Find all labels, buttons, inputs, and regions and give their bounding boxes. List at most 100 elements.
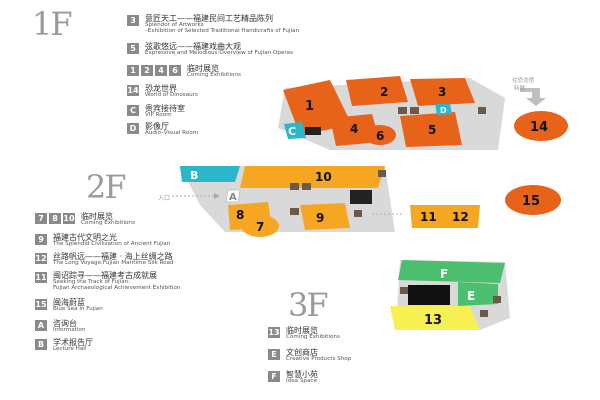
legend-badges: 15 [35, 299, 47, 310]
hall-3-label: 3 [438, 85, 446, 99]
legend-badge: D [127, 123, 139, 134]
legend-subtitle: Expressive and Melodious:Overview of Fuj… [145, 50, 293, 57]
legend-title: 福建古代文明之光 [53, 233, 117, 242]
legend-badge: 14 [127, 85, 139, 96]
legend-subtitle: Splendor of Artworks [145, 22, 204, 29]
room-c-label: C [288, 125, 296, 138]
legend-title: 闽诏踪寻——福建考古成就展 [53, 271, 157, 280]
legend-title: 丝路帆远——福建 · 海上丝绸之路 [53, 252, 173, 261]
legend-badge: E [268, 349, 280, 360]
hall-9[interactable] [240, 166, 385, 188]
legend-badges: D [127, 123, 139, 134]
hall-8[interactable] [228, 202, 272, 230]
room-e[interactable] [458, 282, 498, 306]
facility-icon [493, 296, 501, 303]
hall-6[interactable] [364, 125, 396, 145]
entrance-arrowhead-icon [214, 193, 220, 199]
legend-badge: 11 [35, 272, 47, 283]
entrance-label: 入口 [158, 195, 170, 202]
floor-label-2f: 2F [86, 168, 127, 206]
legend-title: 咨询台 [53, 319, 77, 328]
legend-badge: 9 [35, 234, 47, 245]
legend-title: 弦歌悠远——福建戏曲大观 [145, 42, 241, 51]
hall-3[interactable] [410, 78, 475, 106]
legend-badge: 5 [127, 43, 139, 54]
facility-icon [302, 183, 311, 190]
legend-subtitle: Idea Space [286, 378, 317, 385]
hall-10[interactable] [300, 203, 350, 230]
legend-subtitle: Lecture Hall [53, 346, 87, 353]
hall-8-label: 8 [236, 208, 244, 222]
legend-badges: 12 [35, 253, 47, 264]
room-f[interactable] [398, 260, 505, 283]
legend-subtitle: Fujian Archaeological Achievement Exhibi… [53, 285, 181, 292]
facility-icon [478, 107, 486, 114]
legend-badge: 15 [35, 299, 47, 310]
hall-15[interactable] [505, 185, 561, 215]
dark-block-1f [305, 127, 321, 135]
hall-4[interactable] [330, 114, 380, 146]
hall-7[interactable] [241, 215, 279, 237]
hall-1[interactable] [283, 80, 352, 135]
legend-subtitle: –Exhibition of Selected Traditional Hand… [145, 28, 299, 35]
hall-13-label: 13 [424, 313, 442, 328]
hall-13[interactable] [390, 306, 480, 330]
room-d[interactable] [435, 104, 452, 115]
floor-label-3f: 3F [288, 286, 329, 324]
hall-6-label: 6 [376, 129, 384, 143]
legend-badges: 14 [127, 85, 139, 96]
floor-1f-base [278, 78, 505, 150]
legend-badge: 12 [35, 253, 47, 264]
room-b-label: B [190, 169, 198, 182]
legend-subtitle: World of Dinosaurs [145, 92, 198, 99]
facility-icon [398, 107, 407, 114]
hall-1-label: 1 [305, 99, 314, 114]
hall-2[interactable] [346, 76, 408, 106]
hall-5[interactable] [400, 112, 462, 147]
direction-arrow-icon [520, 88, 546, 106]
hall-14[interactable] [514, 111, 568, 141]
room-c[interactable] [284, 122, 306, 139]
legend-title: 意匠天工——福建民间工艺精品陈列 [145, 14, 273, 23]
legend-badges: 5 [127, 43, 139, 54]
legend-title: 闽海蔚蓝 [53, 298, 85, 307]
legend-title: 影像厅 [145, 122, 169, 131]
facility-icon [290, 208, 299, 215]
legend-badge: 2 [141, 65, 153, 76]
legend-subtitle: Blue Sea in Fujian [53, 306, 103, 313]
legend-subtitle: The Long Voyage:Fujian Maritime Silk Roa… [53, 260, 174, 267]
legend-subtitle: Coming Exhibitions [286, 334, 340, 341]
floor-2f-base [180, 166, 395, 232]
legend-badge: 13 [268, 327, 280, 338]
legend-badge: F [268, 371, 280, 382]
legend-badges: B [35, 339, 47, 350]
floor-label-1f: 1F [32, 5, 73, 43]
room-b[interactable] [180, 166, 240, 182]
legend-title: 临时展览 [81, 212, 113, 221]
legend-subtitle: Coming Exhibitions [81, 220, 135, 227]
room-a[interactable] [225, 189, 241, 203]
hall-11-label: 11 [420, 210, 437, 224]
legend-subtitle: Audio–Visual Room [145, 130, 199, 137]
room-f-label: F [440, 267, 448, 281]
hall-11-12[interactable] [410, 205, 480, 228]
legend-badges: 3 [127, 15, 139, 26]
room-a-label: A [229, 192, 237, 203]
legend-title: 贵宾接待室 [145, 104, 185, 113]
legend-badge: B [35, 339, 47, 350]
